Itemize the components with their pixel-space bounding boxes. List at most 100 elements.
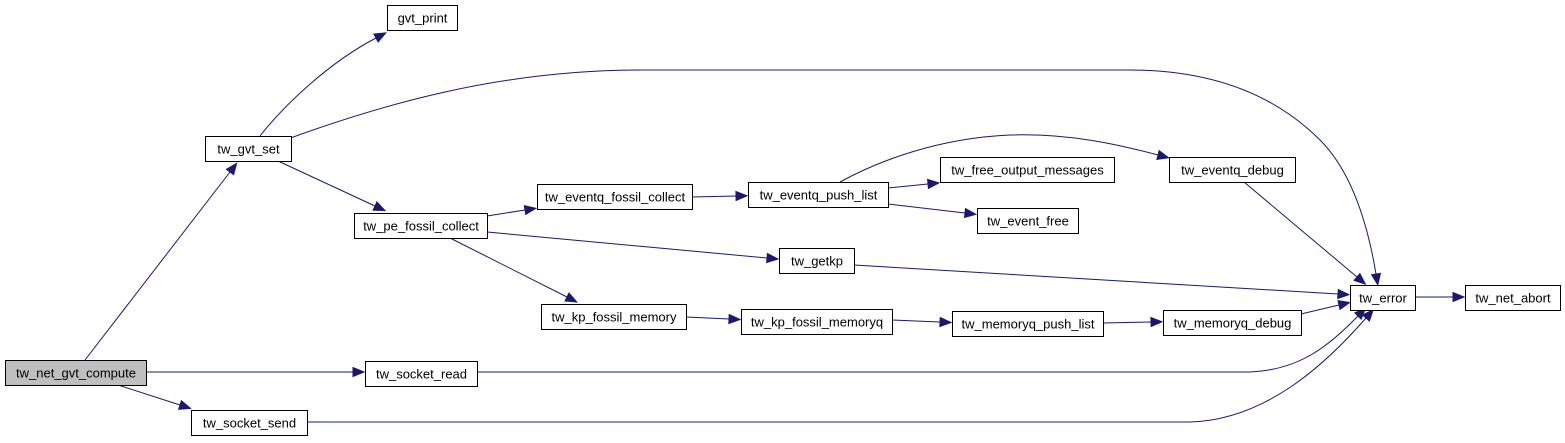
node-tw-pe-fossil-collect[interactable]: tw_pe_fossil_collect bbox=[354, 213, 488, 239]
arrowhead-icon bbox=[1452, 291, 1466, 303]
edge-line bbox=[284, 69, 1377, 275]
node-label: tw_error bbox=[1359, 291, 1407, 306]
arrowhead-icon bbox=[225, 162, 238, 176]
edge-tw_eventq_push_list-to-tw_eventq_debug bbox=[839, 134, 1170, 183]
edge-tw_eventq_debug-to-tw_error bbox=[1243, 181, 1367, 285]
node-tw-memoryq-push-list[interactable]: tw_memoryq_push_list bbox=[952, 311, 1104, 337]
node-box[interactable] bbox=[365, 361, 478, 387]
arrowhead-icon bbox=[1150, 316, 1164, 328]
edge-tw_pe_fossil_collect-to-tw_getkp bbox=[486, 231, 780, 264]
edge-tw_eventq_push_list-to-tw_free_output_messages bbox=[887, 178, 941, 190]
node-label: tw_net_gvt_compute bbox=[16, 366, 136, 381]
edge-line bbox=[277, 160, 376, 207]
node-box[interactable] bbox=[779, 248, 855, 274]
arrowhead-icon bbox=[352, 366, 366, 378]
edge-line bbox=[691, 195, 737, 198]
node-tw-socket-read[interactable]: tw_socket_read bbox=[365, 361, 478, 387]
edge-line bbox=[1300, 304, 1340, 315]
node-tw-net-gvt-compute[interactable]: tw_net_gvt_compute bbox=[5, 360, 147, 386]
nodes-layer: tw_net_gvt_compute tw_gvt_set gvt_print tw_… bbox=[5, 5, 1561, 436]
node-label: tw_memoryq_push_list bbox=[962, 317, 1095, 332]
edge-tw_gvt_set-to-tw_error bbox=[284, 69, 1382, 287]
edge-line bbox=[486, 231, 768, 259]
node-label: tw_kp_fossil_memory bbox=[552, 310, 677, 325]
edge-tw_net_gvt_compute-to-tw_gvt_set bbox=[84, 162, 238, 361]
arrowhead-icon bbox=[766, 252, 780, 264]
arrowhead-icon bbox=[1156, 149, 1170, 160]
edge-tw_net_gvt_compute-to-tw_socket_read bbox=[146, 366, 366, 378]
node-label: tw_socket_send bbox=[203, 416, 296, 431]
node-box[interactable] bbox=[940, 157, 1115, 183]
node-tw-eventq-debug[interactable]: tw_eventq_debug bbox=[1169, 157, 1296, 183]
node-tw-kp-fossil-memory[interactable]: tw_kp_fossil_memory bbox=[541, 304, 687, 330]
edge-line bbox=[685, 316, 730, 320]
node-label: tw_eventq_fossil_collect bbox=[545, 190, 686, 205]
edge-line bbox=[449, 237, 568, 298]
edge-tw_pe_fossil_collect-to-tw_eventq_fossil_collect bbox=[486, 204, 538, 217]
node-box[interactable] bbox=[191, 410, 308, 436]
node-box[interactable] bbox=[1169, 157, 1296, 183]
edge-line bbox=[891, 319, 941, 323]
arrowhead-icon bbox=[939, 316, 953, 328]
node-tw-eventq-fossil-collect[interactable]: tw_eventq_fossil_collect bbox=[537, 184, 693, 210]
node-label: tw_eventq_debug bbox=[1181, 163, 1284, 178]
edge-tw_memoryq_push_list-to-tw_memoryq_debug bbox=[1102, 316, 1164, 328]
node-box[interactable] bbox=[354, 213, 488, 239]
edge-line bbox=[839, 134, 1159, 183]
node-tw-getkp[interactable]: tw_getkp bbox=[779, 248, 855, 274]
arrowhead-icon bbox=[927, 178, 941, 190]
node-box[interactable] bbox=[952, 311, 1104, 337]
edge-tw_pe_fossil_collect-to-tw_kp_fossil_memory bbox=[449, 237, 578, 303]
node-tw-eventq-push-list[interactable]: tw_eventq_push_list bbox=[748, 182, 889, 208]
node-label: tw_eventq_push_list bbox=[760, 188, 878, 203]
arrowhead-icon bbox=[1370, 272, 1382, 287]
node-tw-gvt-set[interactable]: tw_gvt_set bbox=[205, 136, 292, 162]
node-box[interactable] bbox=[741, 309, 893, 335]
node-box[interactable] bbox=[387, 5, 458, 31]
arrowhead-icon bbox=[1361, 308, 1375, 322]
node-tw-socket-send[interactable]: tw_socket_send bbox=[191, 410, 308, 436]
edge-line bbox=[853, 264, 1339, 295]
node-label: tw_memoryq_debug bbox=[1174, 316, 1292, 331]
node-box[interactable] bbox=[977, 208, 1079, 234]
node-box[interactable] bbox=[1350, 285, 1416, 311]
arrowhead-icon bbox=[177, 399, 192, 410]
node-box[interactable] bbox=[1163, 310, 1302, 336]
edge-tw_error-to-tw_net_abort bbox=[1415, 291, 1466, 303]
node-tw-error[interactable]: tw_error bbox=[1350, 285, 1416, 311]
node-tw-free-output-messages[interactable]: tw_free_output_messages bbox=[940, 157, 1115, 183]
node-label: tw_pe_fossil_collect bbox=[363, 219, 479, 234]
edge-line bbox=[887, 203, 966, 214]
node-label: tw_net_abort bbox=[1475, 291, 1551, 306]
edge-line bbox=[1102, 321, 1152, 324]
node-box[interactable] bbox=[205, 136, 292, 162]
edge-tw_kp_fossil_memoryq-to-tw_memoryq_push_list bbox=[891, 316, 953, 328]
edge-line bbox=[477, 315, 1359, 373]
node-box[interactable] bbox=[1465, 285, 1561, 311]
arrowhead-icon bbox=[963, 207, 978, 219]
node-label: tw_event_free bbox=[987, 214, 1069, 229]
edge-line bbox=[259, 37, 377, 137]
node-tw-event-free[interactable]: tw_event_free bbox=[977, 208, 1079, 234]
node-gvt-print[interactable]: gvt_print bbox=[387, 5, 458, 31]
arrowhead-icon bbox=[728, 313, 742, 325]
edges-layer bbox=[84, 32, 1466, 423]
edge-tw_socket_send-to-tw_error bbox=[307, 308, 1375, 423]
node-tw-memoryq-debug[interactable]: tw_memoryq_debug bbox=[1163, 310, 1302, 336]
arrowhead-icon bbox=[564, 292, 578, 303]
edge-tw_eventq_fossil_collect-to-tw_eventq_push_list bbox=[691, 190, 749, 202]
node-label: tw_socket_read bbox=[376, 367, 467, 382]
node-tw-net-abort[interactable]: tw_net_abort bbox=[1465, 285, 1561, 311]
node-label: tw_gvt_set bbox=[217, 142, 280, 157]
edge-tw_gvt_set-to-gvt_print bbox=[259, 32, 387, 137]
arrowhead-icon bbox=[373, 32, 387, 43]
edge-line bbox=[307, 317, 1367, 423]
edge-line bbox=[84, 171, 231, 361]
node-box[interactable] bbox=[537, 184, 693, 210]
node-box[interactable] bbox=[5, 360, 147, 386]
node-tw-kp-fossil-memoryq[interactable]: tw_kp_fossil_memoryq bbox=[741, 309, 893, 335]
node-box[interactable] bbox=[748, 182, 889, 208]
arrowhead-icon bbox=[1353, 272, 1367, 285]
node-box[interactable] bbox=[541, 304, 687, 330]
